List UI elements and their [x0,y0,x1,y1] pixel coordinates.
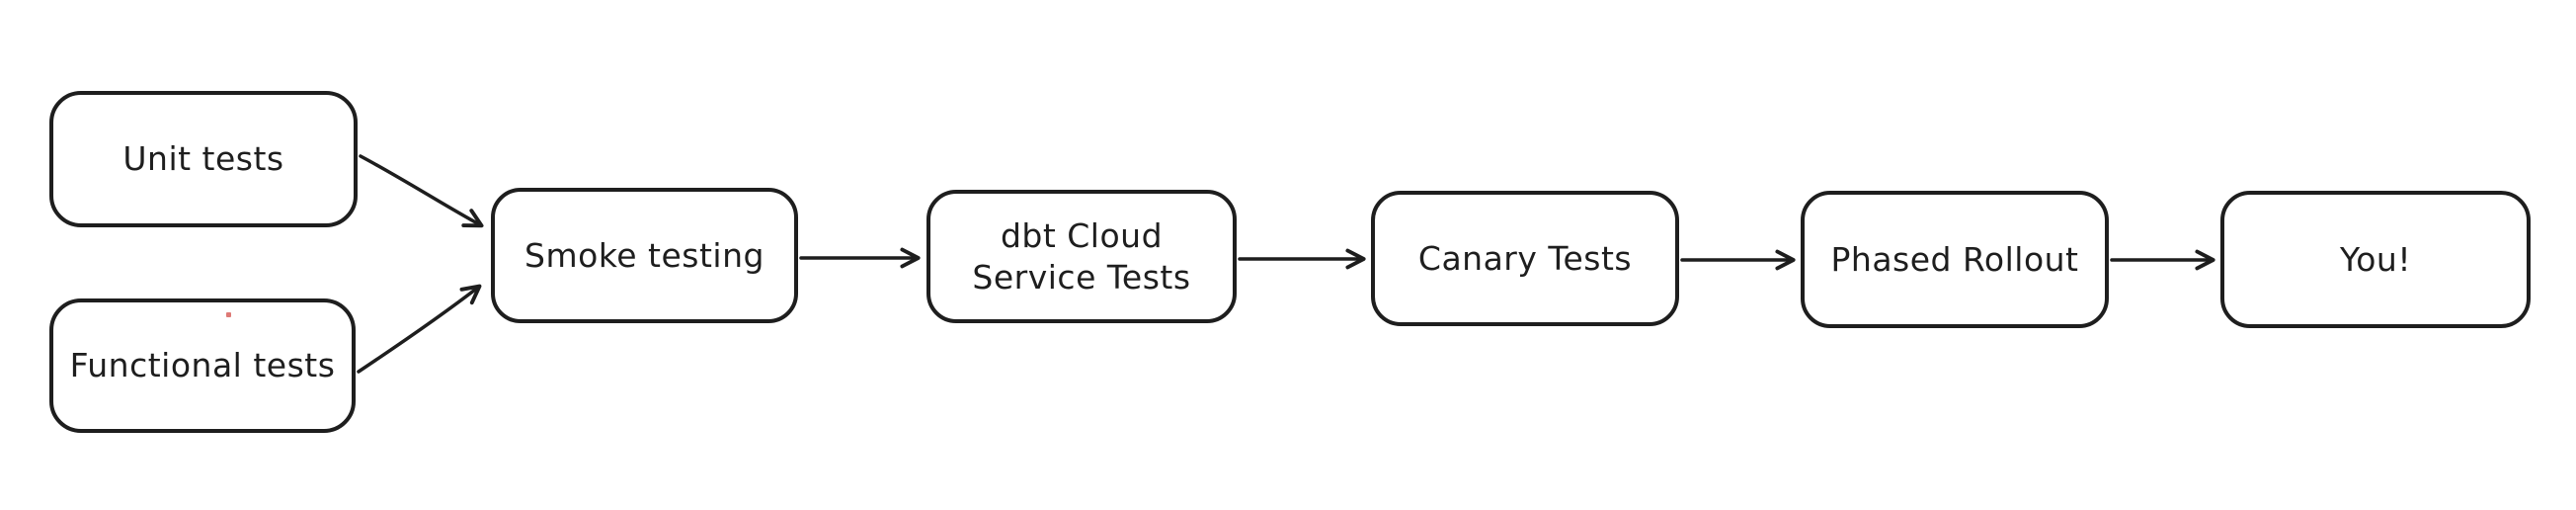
arrow-unit-to-smoke [359,154,484,228]
node-smoke-testing-label: Smoke testing [524,235,765,275]
node-smoke-testing[interactable]: Smoke testing [491,188,798,323]
node-unit-tests-label: Unit tests [122,139,284,179]
node-dbt-cloud-service-tests[interactable]: dbt Cloud Service Tests [926,190,1237,323]
node-dbt-cloud-service-tests-label: dbt Cloud Service Tests [972,216,1191,297]
node-canary-tests[interactable]: Canary Tests [1371,191,1679,326]
node-functional-tests[interactable]: Functional tests [49,298,356,433]
node-functional-tests-label: Functional tests [69,346,336,385]
node-you[interactable]: You! [2220,191,2531,328]
node-canary-tests-label: Canary Tests [1417,238,1633,278]
stray-red-dot [226,312,231,317]
node-phased-rollout-label: Phased Rollout [1830,239,2079,279]
arrow-functional-to-smoke [357,284,482,374]
node-unit-tests[interactable]: Unit tests [49,91,358,227]
node-phased-rollout[interactable]: Phased Rollout [1801,191,2109,328]
node-you-label: You! [2339,239,2412,279]
